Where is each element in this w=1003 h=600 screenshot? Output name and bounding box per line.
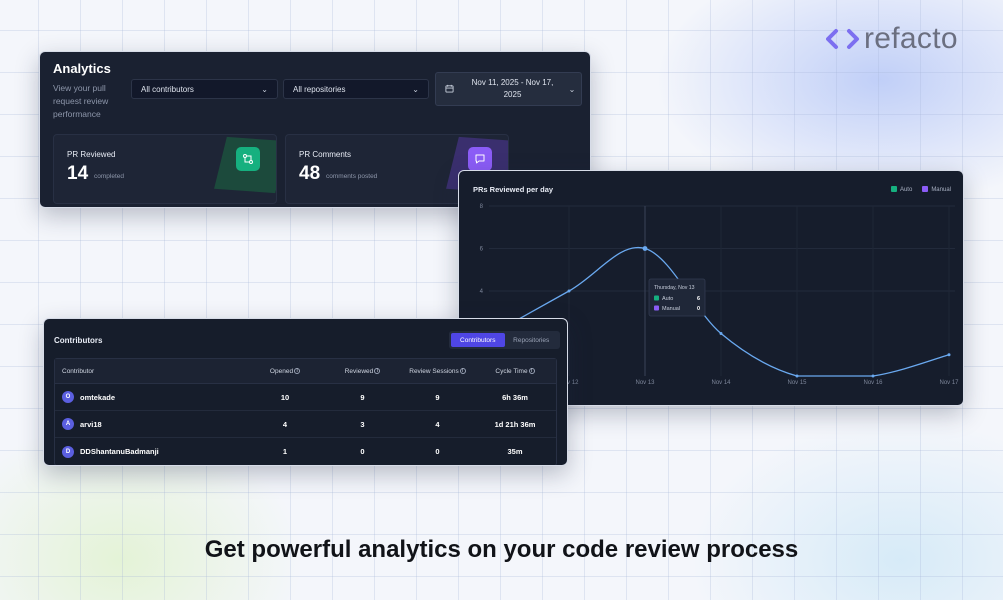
refacto-logo: refacto — [826, 24, 958, 54]
logo-wordmark: refacto — [864, 22, 958, 55]
stat-unit: comments posted — [326, 173, 378, 180]
legend-item-manual[interactable]: Manual — [922, 186, 951, 193]
info-icon[interactable]: i — [374, 367, 381, 374]
tooltip-swatch — [654, 305, 659, 311]
contributor-name: DDShantanuBadmanji — [80, 447, 159, 456]
tooltip-series-name: Auto — [662, 296, 673, 302]
tab-contributors[interactable]: Contributors — [451, 333, 505, 347]
headline: Get powerful analytics on your code revi… — [204, 536, 799, 563]
table-row[interactable]: D DDShantanuBadmanji 1 0 0 35m — [55, 438, 556, 465]
x-tick-label: Nov 12 — [559, 380, 579, 386]
contributors-panel: Contributors Contributors Repositories C… — [43, 318, 568, 466]
x-tick-label: Nov 13 — [635, 380, 655, 386]
x-tick-label: Nov 15 — [787, 380, 807, 386]
legend-item-auto[interactable]: Auto — [890, 186, 912, 193]
y-tick-label: 4 — [480, 289, 484, 295]
stat-card-pr-comments: PR Comments 48 comments posted — [285, 134, 509, 204]
cycle-time-value: 35m — [507, 447, 523, 456]
chevron-down-icon: ⌄ — [412, 84, 419, 94]
tooltip-series-name: Manual — [662, 306, 680, 312]
x-tick-label: Nov 17 — [939, 380, 959, 386]
message-square-icon — [468, 147, 492, 171]
contributors-title: Contributors — [54, 336, 103, 345]
data-point — [871, 374, 875, 378]
contributors-select-value: All contributors — [141, 84, 194, 94]
x-tick-label: Nov 16 — [863, 380, 883, 386]
date-range-picker[interactable]: Nov 11, 2025 - Nov 17, 2025 ⌄ — [435, 72, 582, 106]
data-point — [719, 332, 723, 335]
contributor-name: arvi18 — [80, 419, 102, 429]
data-point — [795, 374, 799, 378]
opened-value: 1 — [282, 447, 288, 456]
page-subtitle: View your pull request review performanc… — [53, 83, 109, 119]
reviewed-value: 0 — [360, 447, 365, 456]
tooltip-box — [648, 278, 706, 317]
chevron-down-icon: ⌄ — [261, 84, 268, 94]
sessions-value: 9 — [435, 392, 440, 402]
stat-unit: completed — [94, 173, 124, 180]
avatar: D — [62, 445, 74, 458]
x-tick-label: Nov 14 — [711, 380, 731, 386]
git-compare-icon — [236, 147, 260, 171]
repositories-select[interactable]: All repositories ⌄ — [283, 79, 429, 99]
tooltip-date: Thursday, Nov 13 — [654, 285, 695, 291]
tooltip-series-value: 0 — [697, 306, 700, 312]
opened-value: 4 — [282, 419, 288, 429]
stat-value: 14 — [67, 163, 89, 184]
repositories-select-value: All repositories — [293, 84, 346, 94]
info-icon[interactable]: i — [294, 367, 301, 374]
code-brackets-icon — [826, 29, 859, 49]
stat-card-pr-reviewed: PR Reviewed 14 completed — [53, 134, 277, 204]
chart-title: PRs Reviewed per day — [473, 185, 554, 194]
y-tick-label: 8 — [480, 204, 484, 210]
analytics-panel: Analytics View your pull request review … — [39, 51, 591, 208]
avatar: A — [62, 418, 74, 430]
avatar: O — [62, 391, 74, 403]
cycle-time-value: 1d 21h 36m — [494, 419, 536, 429]
data-point — [567, 289, 571, 293]
cycle-time-value: 6h 36m — [502, 392, 528, 402]
stat-label: PR Reviewed — [67, 150, 116, 159]
opened-value: 10 — [280, 392, 290, 402]
header-contributor[interactable]: Contributor — [62, 367, 95, 375]
data-point — [642, 246, 648, 251]
chevron-down-icon: ⌄ — [568, 84, 576, 94]
view-tabs: Contributors Repositories — [449, 331, 560, 349]
data-point — [947, 353, 951, 357]
date-range-value: Nov 11, 2025 - Nov 17, 2025 — [471, 78, 554, 99]
info-icon[interactable]: i — [528, 367, 535, 374]
chart-legend: Auto Manual — [890, 186, 951, 193]
page-title: Analytics — [53, 61, 111, 76]
stat-value: 48 — [299, 163, 321, 184]
contributors-select[interactable]: All contributors ⌄ — [131, 79, 278, 99]
reviewed-value: 9 — [360, 392, 365, 402]
sessions-value: 0 — [435, 447, 440, 456]
sessions-value: 4 — [435, 419, 440, 429]
tooltip-series-value: 6 — [697, 296, 700, 302]
calendar-icon — [436, 84, 462, 95]
stat-label: PR Comments — [299, 150, 352, 159]
reviewed-value: 3 — [360, 419, 365, 429]
info-icon[interactable]: i — [459, 367, 466, 374]
tab-repositories[interactable]: Repositories — [513, 336, 550, 344]
tooltip-swatch — [654, 295, 659, 301]
y-tick-label: 6 — [480, 247, 484, 253]
contributor-name: omtekade — [80, 392, 116, 402]
